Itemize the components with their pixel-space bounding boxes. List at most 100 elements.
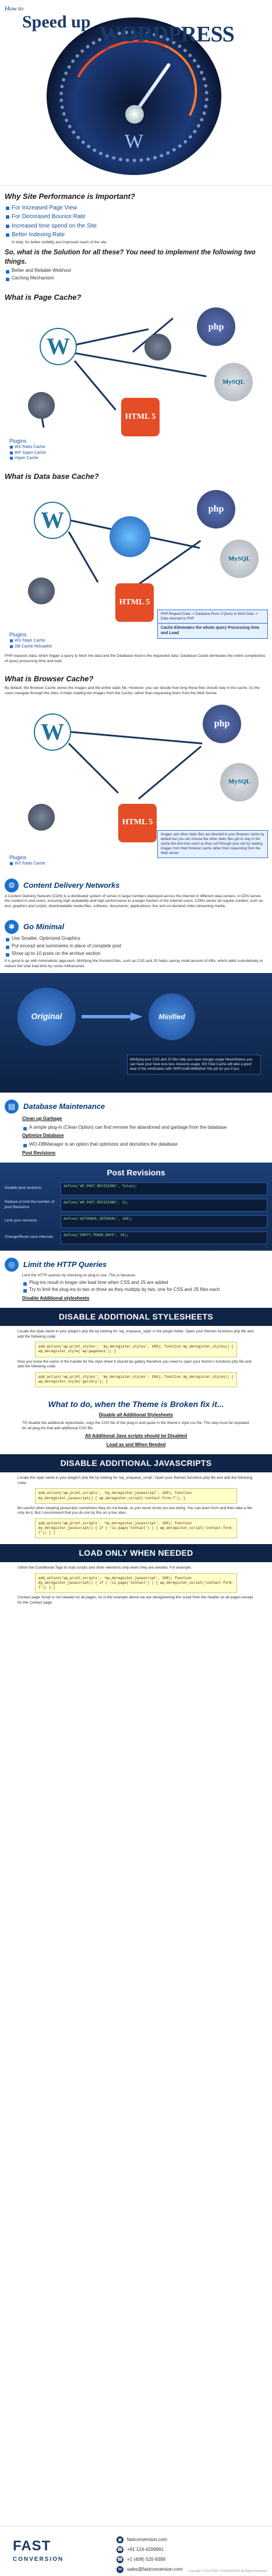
html5-icon: HTML 5 [121,398,160,437]
contact-email[interactable]: ✉sales@fastconversion.com [116,2566,183,2573]
mysql-icon: MySQL [220,762,259,802]
db-cache-section: What is Data base Cache? W php MySQL HTM… [0,466,272,667]
cleanup-link[interactable]: Clean up Garbage [22,1115,62,1121]
browser-cache-diagram: W php MySQL HTML 5 Images and other stat… [5,699,268,868]
speedometer-graphic: W [47,18,221,175]
minimal-note: It is good to go with minimalistic appro… [5,959,263,969]
code-snippet: add_action('wp_print_styles', 'my_deregi… [35,1372,237,1388]
theme-broken-text: TO disable the additional stylesheets, c… [22,1420,249,1430]
user-icon [28,392,55,419]
html5-icon: HTML 5 [118,803,157,842]
browser-cache-section: What is Browser Cache? By default, the B… [0,668,272,872]
hero-howto: How to [5,5,24,12]
minify-note: Minifying your CSS and JS files help you… [127,1054,261,1075]
disable-js-band: DISABLE ADDITIONAL JAVASCRIPTS [0,1454,272,1472]
disable-js-link[interactable]: All Additional Java scripts should be Di… [84,1433,188,1439]
database-icon: ▤ [5,1099,19,1114]
solution-list: Better and Reliable Webhost Caching Mech… [5,268,267,282]
cdn-text: A Content Delivery Network (CDN) is a di… [5,894,263,909]
load-when-needed-link[interactable]: Load as and When Needed [106,1442,166,1448]
plugin-item: Hyper Cache [9,456,46,461]
db-maint-heading: ▤ Database Maintenance [5,1099,267,1114]
contact-website[interactable]: ◉fastconversion.com [116,2536,183,2543]
why-title: Why Site Performance is Important? [5,192,135,201]
flow-arrow [68,531,99,583]
disable-css-body: Locate the style name in your plugin's p… [0,1325,272,1394]
plugins-heading: Plugins [9,632,27,638]
revision-label: Reduce or limit the number of post Revis… [5,1199,55,1209]
db-cache-note: Cache Eliminates the whole query Process… [157,623,268,639]
disable-js-body: Locate the style name in your plugin's p… [0,1472,272,1545]
plugin-item: W3 Totals Cache [9,638,52,643]
user-icon [28,578,55,605]
page-cache-section: What is Page Cache? W php MySQL HTML 5 P… [0,286,272,466]
http-heading: ◎ Limit the HTTP Queries [5,1257,267,1272]
cleanup-list: A simple plug-in (Clean Option) can find… [22,1125,267,1131]
flow-arrow [68,351,207,378]
minify-arrow-icon [82,1012,143,1021]
revision-row: Reduce or limit the number of post Revis… [0,1197,272,1213]
email-text: sales@fastconversion.com [127,2566,183,2572]
network-icon: ⚙ [5,878,19,892]
disable-stylesheets-link[interactable]: Disable Additional stylesheets [22,1296,90,1301]
plugin-item: W3 Totals Cache [9,444,46,450]
minimal-heading: ✱ Go Minimal [5,919,267,934]
browser-cache-plugins: Plugins W3 Totals Cache [9,854,45,867]
page-cache-title: What is Page Cache? [5,292,82,302]
original-circle: Original [17,987,76,1046]
db-cache-desc: PHP requests data; which trigger a query… [5,654,266,663]
theme-broken-title: What to do, when the Theme is Broken fix… [48,1399,224,1409]
phone-text-2: +1 (408) 520-9399 [127,2556,166,2562]
revision-code: define('AUTOSAVE_INTERVAL', 160); [61,1214,267,1228]
fastconversion-logo: FAST CONVERSION [13,2537,83,2564]
disable-all-stylesheets-link[interactable]: Disable all Additional Stylesheets [98,1412,174,1418]
minimal-list: Use Smaller, Optimized Graphics Put exce… [5,936,267,957]
revision-label: Change/Reset save intervals [5,1235,54,1240]
wordpress-icon: W [34,502,71,540]
db-cache-title: What is Data base Cache? [5,472,99,481]
minify-panel: Original Minified Minifying your CSS and… [0,972,272,1093]
disable-css-mid: Now you know the name of the handle for … [17,1359,252,1369]
disable-js-mid: Be careful when keeping javascripts some… [17,1506,252,1516]
browser-cache-title: What is Browser Cache? [5,674,94,683]
optimize-list: WO-DBManager is an option that optimizes… [22,1142,267,1148]
logo-text-fast: FAST [13,2538,51,2554]
code-snippet: add_action('wp_print_scripts', 'my_dereg… [35,1488,237,1504]
mysql-icon: MySQL [220,540,259,579]
contact-phone[interactable]: ☎+91 124-4206891 [116,2546,183,2553]
db-request-note: PHP Request Data -> Database Runs 3 Quer… [157,610,268,624]
disable-css-title: DISABLE ADDITIONAL STYLESHEETS [59,1311,213,1321]
revision-label: Limit your revisions [5,1219,37,1223]
settings-icon: ✱ [5,919,19,934]
flow-arrow [68,743,119,794]
php-icon: php [203,704,241,743]
solution-item: Better and Reliable Webhost [5,268,267,274]
http-section: ◎ Limit the HTTP Queries Limit the HTTP … [0,1251,272,1308]
phone-text: +91 124-4206891 [127,2546,164,2552]
code-snippet: add_action('wp_print_scripts', 'my_dereg… [35,1573,237,1594]
why-section: Why Site Performance is Important? For I… [0,186,272,286]
post-revisions-link[interactable]: Post Revisions [22,1150,56,1156]
revision-code: define('EMPTY_TRASH_DAYS', 10); [61,1231,267,1244]
plugins-heading: Plugins [9,855,27,861]
flow-arrow [68,730,203,744]
globe-icon: ◎ [5,1257,19,1272]
load-when-text: Utilize the Conditional Tags to load scr… [17,1566,192,1570]
http-title: Limit the HTTP Queries [23,1259,107,1269]
disable-js-title: DISABLE ADDITIONAL JAVASCRIPTS [60,1458,212,1468]
db-cache-plugins: Plugins W3 Totals Cache DB Cache Reloade… [9,631,52,649]
cdn-section: ⚙ Content Delivery Networks A Content De… [0,872,272,913]
php-icon: php [197,307,235,346]
why-item: For Increased Page View [5,204,267,212]
why-item: For Decreased Bounce Rate [5,213,267,221]
http-list: Plug-ins result in longer site load time… [22,1280,267,1294]
load-when-body: Utilize the Conditional Tags to load scr… [0,1562,272,1609]
plugin-item: DB Cache Reloaded [9,644,52,649]
http-item: Try to limit the plug-ins to two or thre… [22,1287,267,1293]
db-maint-section: ▤ Database Maintenance Clean up Garbage … [0,1093,272,1163]
browser-cache-desc: By default, the Browser Cache stores the… [5,686,260,695]
optimize-link[interactable]: Optimize Database [22,1133,64,1139]
wordpress-icon: W [34,713,71,751]
globe-icon: ◉ [116,2536,123,2543]
contact-phone-2[interactable]: ☎+1 (408) 520-9399 [116,2556,183,2563]
